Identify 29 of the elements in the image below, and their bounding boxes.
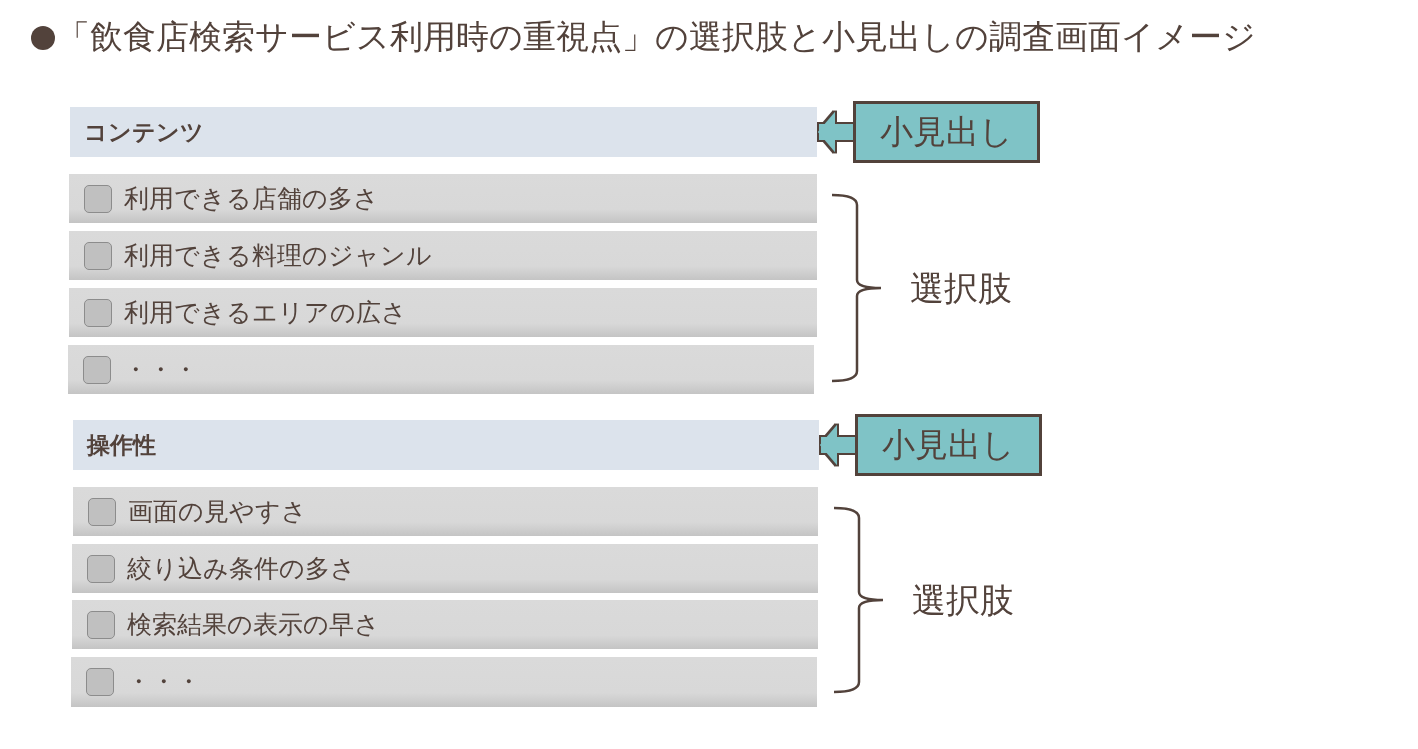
title: 「飲食店検索サービス利用時の重視点」の選択肢と小見出しの調査画面イメージ (57, 16, 1256, 58)
option-bar (72, 600, 818, 649)
option-text: 絞り込み条件の多さ (127, 552, 356, 585)
option-text: 利用できる料理のジャンル (124, 239, 432, 272)
section-heading: コンテンツ (84, 118, 204, 147)
option-text: 利用できる店舗の多さ (124, 182, 379, 215)
section-heading-band (70, 107, 817, 157)
option-bar (73, 487, 818, 536)
option-bar (72, 544, 818, 593)
option-bar (68, 345, 814, 394)
option-text: ・・・ (123, 353, 198, 386)
option-bar (69, 288, 817, 337)
callout-box (855, 414, 1042, 476)
bracket-label: 選択肢 (910, 267, 1012, 309)
callout-box (853, 101, 1040, 163)
callout-arrow (818, 112, 853, 152)
option-bar (71, 657, 817, 707)
option-text: 検索結果の表示の早さ (127, 608, 380, 641)
option-text: 利用できるエリアの広さ (124, 296, 407, 329)
option-text: 画面の見やすさ (128, 495, 307, 528)
callout-text: 小見出し (882, 425, 1015, 465)
section-heading: 操作性 (87, 431, 156, 460)
option-text: ・・・ (126, 666, 201, 698)
section-heading-band (73, 420, 819, 470)
bracket-label: 選択肢 (912, 579, 1014, 621)
callout-arrow (820, 425, 855, 465)
option-bar (69, 174, 817, 223)
callout-text: 小見出し (880, 112, 1013, 152)
option-bar (69, 231, 817, 280)
